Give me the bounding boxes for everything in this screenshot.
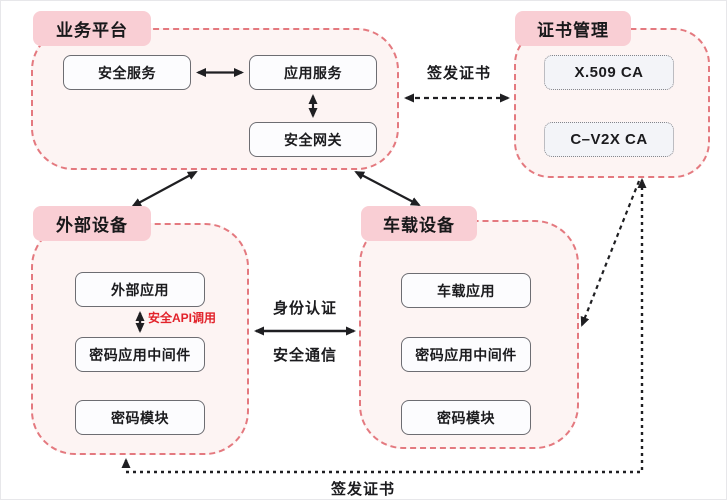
group-business-platform [31,28,399,170]
arrow-platform-vehicle [354,171,421,206]
node-external-application: 外部应用 [75,272,205,307]
edge-label-secure-comm: 安全通信 [272,347,337,364]
group-title-cert-management: 证书管理 [515,11,631,46]
edge-label-issue-cert-top: 签发证书 [426,65,491,82]
group-title-external-device: 外部设备 [33,206,151,241]
node-security-service: 安全服务 [63,55,191,90]
node-cv2x-ca: C–V2X CA [544,122,674,157]
node-security-gateway: 安全网关 [249,122,377,157]
arrow-platform-external [131,171,198,207]
node-vehicle-crypto-middleware: 密码应用中间件 [401,337,531,372]
edge-label-identity-auth: 身份认证 [272,300,337,317]
node-x509-ca: X.509 CA [544,55,674,90]
node-application-service: 应用服务 [249,55,377,90]
edge-label-secure-api-call: 安全API调用 [148,311,217,325]
group-title-vehicle-device: 车载设备 [361,206,477,241]
arrow-issue-cert-bottom [121,178,647,474]
node-external-crypto-module: 密码模块 [75,400,205,435]
group-title-business-platform: 业务平台 [33,11,151,46]
arrow-cert-vehicle [580,180,641,327]
node-vehicle-application: 车载应用 [401,273,531,308]
node-external-crypto-middleware: 密码应用中间件 [75,337,205,372]
node-vehicle-crypto-module: 密码模块 [401,400,531,435]
edge-label-issue-cert-bottom: 签发证书 [330,481,395,498]
